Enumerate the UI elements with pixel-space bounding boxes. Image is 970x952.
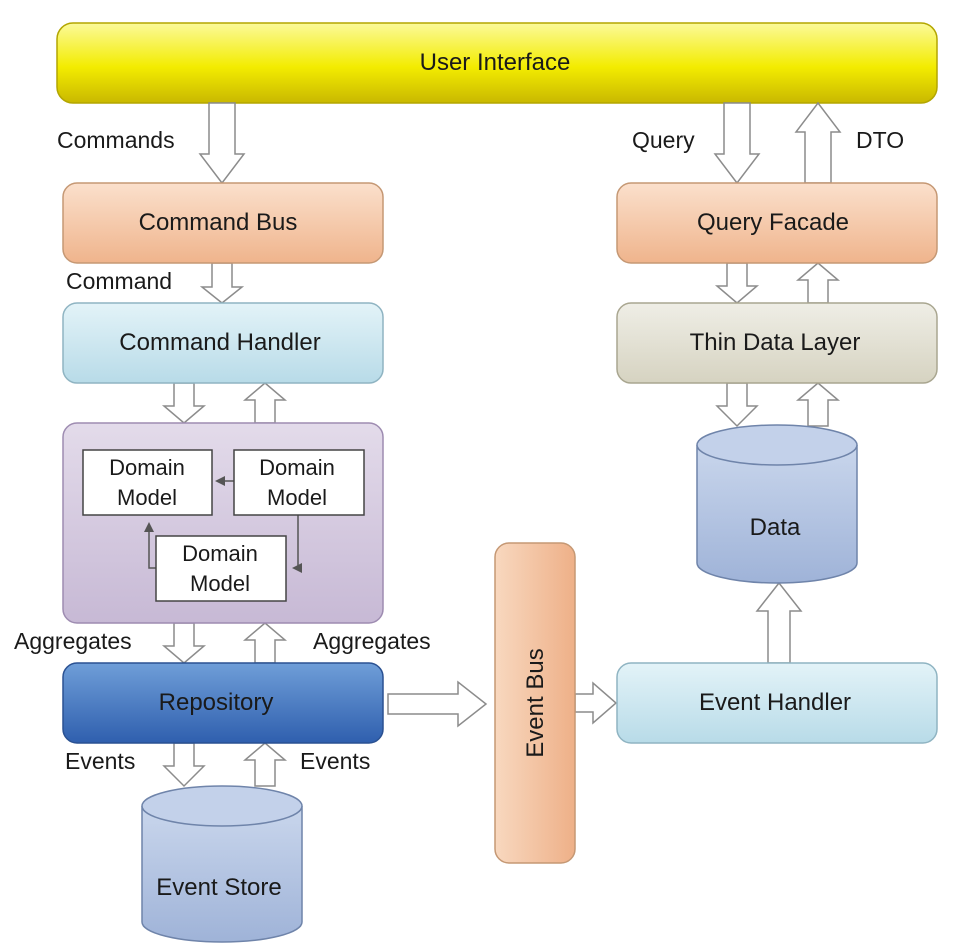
- repository-box: Repository: [62, 662, 384, 744]
- domain-link-right-to-bottom: [292, 515, 302, 573]
- handler-to-data-arrow: [755, 581, 803, 664]
- domain-model-2: Domain Model: [233, 449, 365, 516]
- user-interface-label: User Interface: [420, 49, 571, 76]
- domain-link-bottom-to-left: [144, 522, 156, 569]
- command-handler-box: Command Handler: [62, 302, 384, 384]
- domain-model-1: Domain Model: [82, 449, 213, 516]
- command-bus-label: Command Bus: [139, 209, 298, 236]
- thin-data-layer-box: Thin Data Layer: [616, 302, 938, 384]
- command-label: Command: [66, 268, 172, 294]
- event-store-cylinder: Event Store: [141, 785, 303, 943]
- domain-model-1-line2: Model: [117, 485, 177, 510]
- command-handler-label: Command Handler: [119, 329, 320, 356]
- query-arrow: [713, 102, 761, 185]
- dto-label: DTO: [856, 127, 904, 153]
- thin-to-data-arrow: [715, 382, 759, 428]
- thin-to-facade-arrow: [795, 262, 841, 304]
- domain-model-2-line1: Domain: [259, 455, 335, 480]
- commands-label: Commands: [57, 127, 175, 153]
- aggregates-left-label: Aggregates: [14, 628, 132, 654]
- event-store-label: Event Store: [156, 874, 281, 901]
- events-up-arrow: [242, 742, 288, 787]
- event-bus-box: Event Bus: [494, 542, 576, 864]
- event-handler-label: Event Handler: [699, 689, 851, 716]
- domain-model-3-line2: Model: [190, 571, 250, 596]
- query-facade-box: Query Facade: [616, 182, 938, 264]
- event-handler-box: Event Handler: [616, 662, 938, 744]
- events-right-label: Events: [300, 748, 370, 774]
- facade-to-thin-arrow: [714, 262, 760, 304]
- events-down-arrow: [162, 742, 206, 788]
- command-bus-box: Command Bus: [62, 182, 384, 264]
- eventbus-to-handler-arrow: [574, 681, 618, 725]
- domain-model-3: Domain Model: [155, 535, 287, 602]
- repository-label: Repository: [159, 689, 274, 716]
- dto-arrow: [794, 101, 842, 184]
- query-facade-label: Query Facade: [697, 209, 849, 236]
- domain-aggregate-container: Domain Model Domain Model Domain Model: [62, 422, 384, 624]
- events-left-label: Events: [65, 748, 135, 774]
- domain-to-handler-arrow: [242, 382, 288, 424]
- command-arrow: [199, 262, 245, 304]
- aggregates-up-arrow: [242, 622, 288, 664]
- repository-to-eventbus-arrow: [387, 680, 488, 728]
- domain-model-3-line1: Domain: [182, 541, 258, 566]
- handler-to-domain-arrow: [161, 382, 207, 424]
- thin-data-layer-label: Thin Data Layer: [690, 329, 861, 356]
- domain-model-1-line1: Domain: [109, 455, 185, 480]
- data-to-thin-arrow: [795, 382, 841, 427]
- event-bus-label: Event Bus: [522, 648, 549, 757]
- aggregates-right-label: Aggregates: [313, 628, 431, 654]
- commands-arrow: [198, 102, 246, 185]
- domain-model-2-line2: Model: [267, 485, 327, 510]
- query-label: Query: [632, 127, 695, 153]
- aggregates-down-arrow: [161, 622, 207, 664]
- user-interface-bar: User Interface: [56, 22, 938, 104]
- data-cylinder: Data: [696, 424, 858, 584]
- data-label: Data: [750, 514, 801, 541]
